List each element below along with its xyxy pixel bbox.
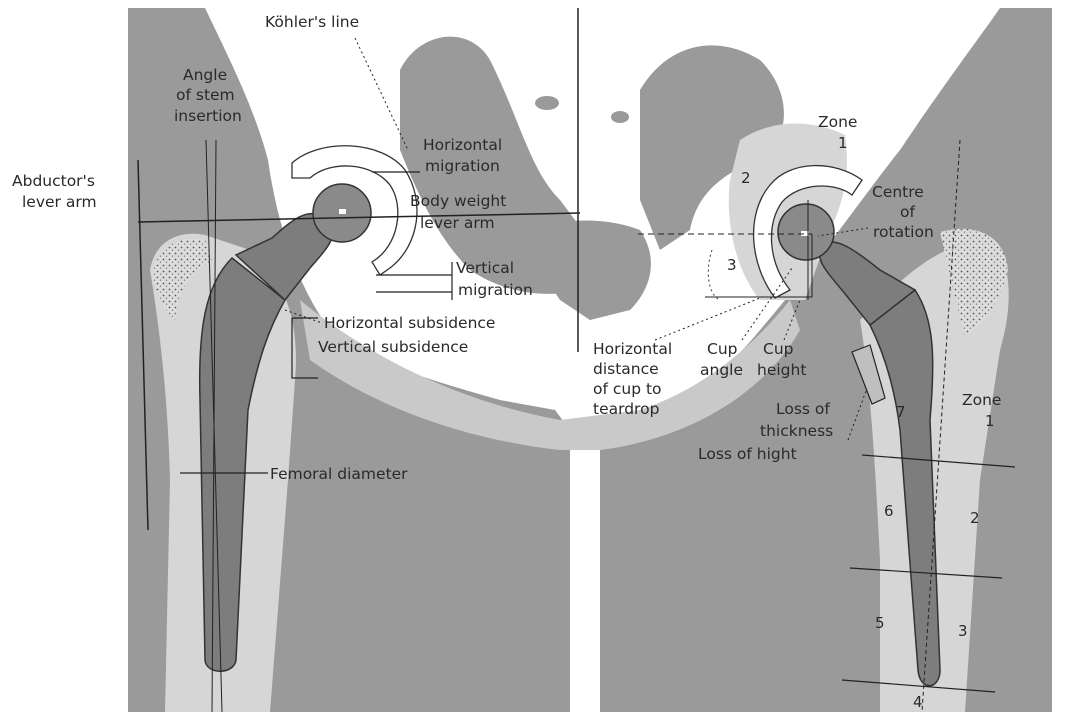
label-cup-height-1: Cup bbox=[763, 340, 794, 358]
label-cup-angle-1: Cup bbox=[707, 340, 738, 358]
label-centre-rotation-2: of bbox=[900, 203, 915, 221]
label-vert-migration-2: migration bbox=[458, 281, 533, 299]
label-cup-height-2: height bbox=[757, 361, 806, 379]
label-abductor-2: lever arm bbox=[22, 193, 97, 211]
label-cup-angle-2: angle bbox=[700, 361, 743, 379]
label-centre-rotation-1: Centre bbox=[872, 183, 924, 201]
right-teardrop-outline bbox=[708, 250, 720, 300]
label-acetabular-zone-3: 3 bbox=[727, 256, 737, 274]
label-horiz-migration-2: migration bbox=[425, 157, 500, 175]
label-abductor-1: Abductor's bbox=[12, 172, 95, 190]
left-head-center-mark bbox=[339, 209, 346, 214]
label-femoral-diameter: Femoral diameter bbox=[270, 465, 408, 483]
label-femoral-zone-3: 3 bbox=[958, 622, 968, 640]
label-femoral-zone-1: 1 bbox=[985, 412, 995, 430]
label-loss-thickness-2: thickness bbox=[760, 422, 833, 440]
label-horiz-distance-4: teardrop bbox=[593, 400, 659, 418]
label-loss-hight: Loss of hight bbox=[698, 445, 797, 463]
label-body-weight-1: Body weight bbox=[410, 192, 506, 210]
label-femoral-zone-5: 5 bbox=[875, 614, 885, 632]
label-loss-thickness-1: Loss of bbox=[776, 400, 830, 418]
label-femoral-zone-7: 7 bbox=[896, 403, 906, 421]
label-horiz-distance-1: Horizontal bbox=[593, 340, 672, 358]
label-femoral-zone-2: 2 bbox=[970, 509, 980, 527]
label-angle-stem-1: Angle bbox=[183, 66, 227, 84]
label-angle-stem-3: insertion bbox=[174, 107, 242, 125]
label-horiz-distance-3: of cup to bbox=[593, 380, 662, 398]
label-vert-migration-1: Vertical bbox=[456, 259, 514, 277]
label-horiz-distance-2: distance bbox=[593, 360, 659, 378]
label-acetabular-zone-title: Zone bbox=[818, 113, 857, 131]
label-angle-stem-2: of stem bbox=[176, 86, 235, 104]
label-acetabular-zone-2: 2 bbox=[741, 169, 751, 187]
label-centre-rotation-3: rotation bbox=[873, 223, 934, 241]
label-kohlers-line: Köhler's line bbox=[265, 13, 359, 31]
label-body-weight-2: lever arm bbox=[420, 214, 495, 232]
label-femoral-zone-6: 6 bbox=[884, 502, 894, 520]
label-femoral-zone-4: 4 bbox=[913, 693, 923, 711]
label-acetabular-zone-1: 1 bbox=[838, 134, 848, 152]
label-vert-subsidence: Vertical subsidence bbox=[318, 338, 468, 356]
label-femoral-zone-title: Zone bbox=[962, 391, 1001, 409]
label-horiz-migration-1: Horizontal bbox=[423, 136, 502, 154]
pelvis-spot-1 bbox=[535, 96, 559, 110]
pelvis-spot-2 bbox=[611, 111, 629, 123]
horiz-distance-leader bbox=[655, 298, 760, 340]
label-horiz-subsidence: Horizontal subsidence bbox=[324, 314, 495, 332]
